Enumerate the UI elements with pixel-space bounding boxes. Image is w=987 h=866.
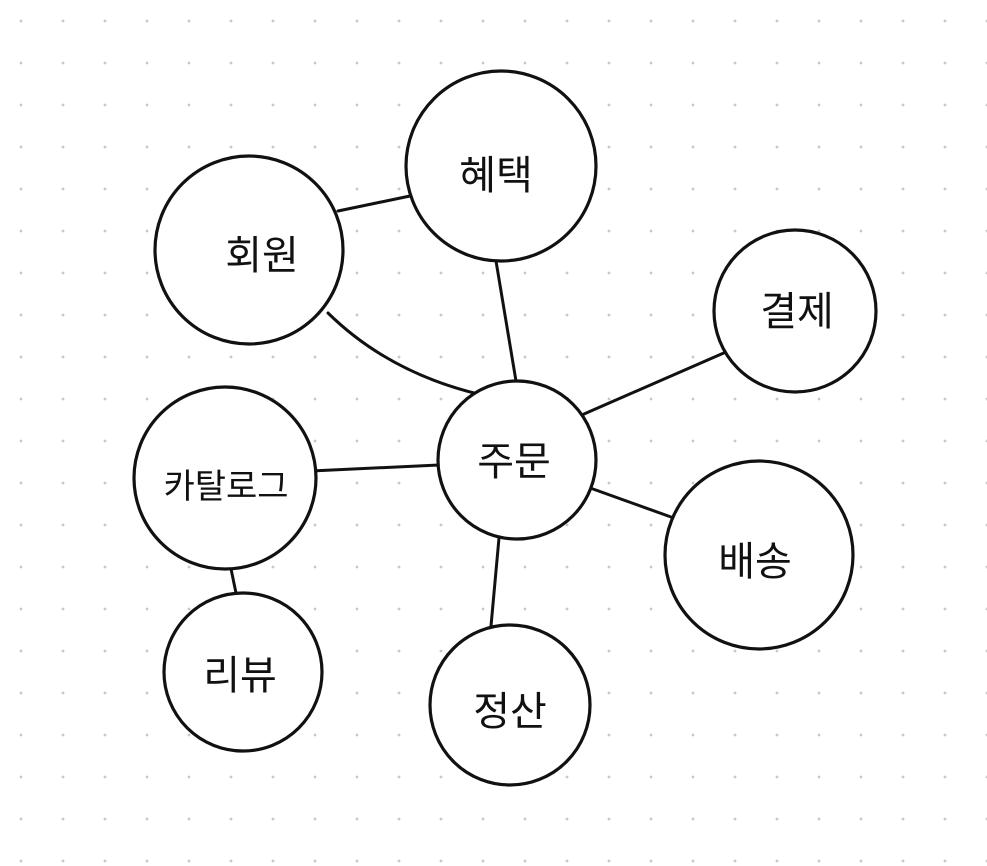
node-review-circle: [162, 591, 324, 753]
node-settle-label: 정산: [473, 689, 547, 735]
edge-order-payment: [582, 350, 728, 416]
edge-member-benefit: [336, 194, 412, 213]
edges: [228, 194, 728, 628]
node-settle-circle: [428, 623, 592, 787]
edge-member-order: [326, 311, 480, 396]
node-catalog-circle: [132, 385, 318, 571]
node-member-label: 회원: [225, 233, 299, 279]
node-payment: 결제: [712, 228, 878, 394]
edge-order-settle: [489, 536, 501, 628]
node-delivery-circle: [663, 459, 855, 651]
node-catalog: 카탈로그: [132, 385, 318, 571]
node-order-circle: [436, 379, 598, 541]
edge-benefit-order: [494, 259, 518, 383]
node-settle: 정산: [428, 623, 592, 787]
node-order-label: 주문: [477, 439, 551, 485]
node-payment-label: 결제: [760, 289, 834, 335]
node-payment-circle: [712, 228, 878, 394]
node-order: 주문: [436, 379, 598, 541]
node-delivery: 배송: [663, 459, 855, 651]
node-delivery-label: 배송: [718, 539, 792, 585]
node-review-label: 리뷰: [203, 653, 277, 699]
node-catalog-label: 카탈로그: [163, 467, 288, 507]
node-member-circle: [153, 154, 345, 346]
edge-order-delivery: [591, 487, 673, 519]
node-member: 회원: [153, 154, 345, 346]
node-benefit-label: 혜택: [459, 153, 533, 199]
edge-catalog-order: [309, 463, 441, 473]
node-benefit: 혜택: [404, 69, 598, 263]
node-review: 리뷰: [162, 591, 324, 753]
node-benefit-circle: [404, 69, 598, 263]
